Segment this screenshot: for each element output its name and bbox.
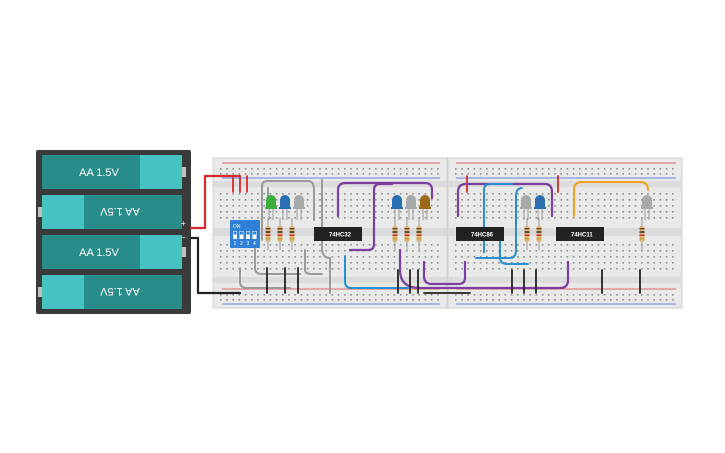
dip-slot-3[interactable] (246, 231, 250, 239)
gray-wire-2 (254, 239, 301, 275)
dip-slot-1[interactable] (233, 231, 237, 239)
resistors (265, 218, 645, 250)
battery-positive-wire (189, 174, 242, 230)
dip-slot-4[interactable] (252, 231, 257, 239)
dip-slot-2[interactable] (239, 231, 244, 239)
dip-lever-1[interactable] (233, 231, 237, 235)
led-gray (641, 195, 653, 220)
dip-position-label: 4 (253, 241, 256, 247)
battery-minus-sign: − (181, 233, 186, 242)
battery-cell-label: AA 1.5V (99, 205, 139, 217)
dip-lever-4[interactable] (253, 231, 256, 235)
resistor (289, 218, 295, 250)
led-gray (520, 195, 532, 220)
chip-74hc86: 74HC86 (456, 227, 504, 241)
led-green (265, 195, 277, 220)
gray-wire-6 (304, 249, 323, 275)
orange-wire (573, 181, 649, 217)
battery-cell-label: AA 1.5V (99, 285, 139, 297)
resistor (265, 218, 271, 250)
dip-position-label: 2 (240, 241, 243, 247)
battery-negative-wire (189, 236, 242, 295)
battery-holder: AA 1.5V AA 1.5V AA 1.5V AA 1.5V + − (36, 150, 191, 314)
battery-plus-sign: + (181, 219, 186, 228)
gray-wire-5 (239, 267, 291, 289)
purple-wire-3 (398, 248, 570, 290)
leds (265, 195, 653, 220)
purple-wire-4 (422, 260, 467, 286)
chip-74hc86-label: 74HC86 (471, 233, 494, 239)
led-gray (405, 195, 417, 220)
battery-cell-2: AA 1.5V (38, 195, 182, 229)
chip-74hc32: 74HC32 (314, 227, 362, 241)
battery-cell-label: AA 1.5V (79, 247, 119, 259)
resistor (639, 218, 645, 250)
led-blue (279, 195, 291, 220)
gray-wire-4 (321, 179, 331, 294)
blue-wire-2 (483, 183, 513, 253)
blue-wire-4 (475, 187, 523, 259)
resistor (404, 218, 410, 250)
resistor (416, 218, 422, 250)
battery-cell-label: AA 1.5V (79, 167, 119, 179)
battery-cell-1: AA 1.5V (42, 155, 186, 189)
dip-lever-2[interactable] (240, 231, 243, 235)
led-gray (293, 195, 305, 220)
battery-cell-4: AA 1.5V (38, 275, 182, 309)
purple-wire-2 (348, 182, 394, 252)
chip-74hc32-label: 74HC32 (329, 233, 352, 239)
resistor (277, 218, 283, 250)
battery-cell-3: AA 1.5V (42, 235, 186, 269)
blue-wire-1 (344, 255, 409, 289)
dip-position-label: 3 (247, 241, 250, 247)
wires (189, 174, 649, 295)
resistor (536, 218, 542, 250)
led-blue (391, 195, 403, 220)
chip-74hc11: 74HC11 (556, 227, 604, 241)
chip-74hc11-label: 74HC11 (571, 233, 593, 239)
dip-position-label: 1 (234, 241, 237, 247)
resistor (524, 218, 530, 250)
led-brown (419, 195, 431, 220)
gray-wire-1 (261, 180, 315, 241)
dip-on-label: ON (233, 224, 241, 230)
resistor (392, 218, 398, 250)
dip-lever-3[interactable] (246, 231, 250, 235)
led-blue (534, 195, 546, 220)
